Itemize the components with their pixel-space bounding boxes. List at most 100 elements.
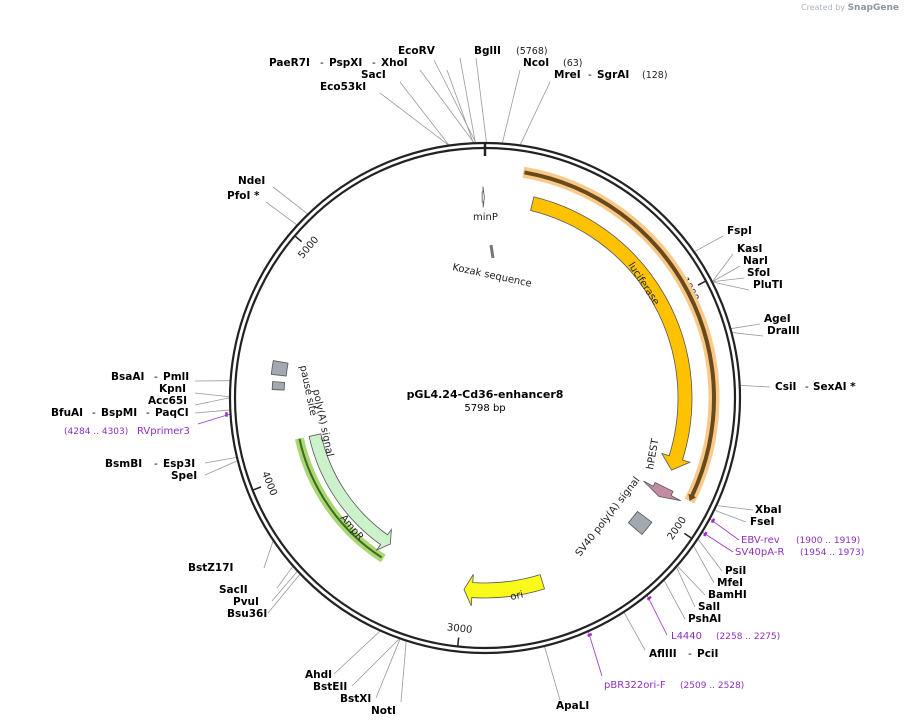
leader-line [694,235,724,252]
site-label-fspi[interactable]: FspI [727,225,752,237]
site-name: ApaLI [556,700,589,712]
primer-mark-l4440 [646,595,652,601]
primer-label-rvprimer3[interactable]: RVprimer3(4284 .. 4303) [64,426,190,437]
site-name: NotI [371,705,396,717]
minp-arrow[interactable] [481,186,485,208]
site-name: PsiI [725,565,746,577]
site-label-ncoi[interactable]: NcoI [523,57,549,69]
site-label-bstxi[interactable]: BstXI [340,693,371,705]
site-label-apali[interactable]: ApaLI [556,700,589,712]
ori-arrow[interactable] [463,574,546,606]
site-label-acc65i[interactable]: Acc65I [148,395,187,407]
site-label-mfei[interactable]: MfeI [717,577,743,589]
site-label-agei[interactable]: AgeI [764,313,791,325]
site-label-fsei[interactable]: FseI [750,516,774,528]
hpest-arrow[interactable] [643,480,681,501]
site-label-eco53ki[interactable]: Eco53kI [320,81,366,93]
site-label-bsaai[interactable]: BsaAI [111,371,144,383]
site-label-spei[interactable]: SpeI [171,470,197,482]
luciferase-arrow[interactable] [530,196,693,471]
site-labels: EcoRVPaeR7I-PspXI-XhoISacIEco53kIBglIINc… [51,45,864,717]
primer-label-pbr322ori-f[interactable]: pBR322ori-F(2509 .. 2528) [604,680,744,691]
kozak-mark [489,244,495,259]
plasmid-name: pGL4.24-Cd36-enhancer8 [407,388,564,401]
site-label-csii[interactable]: CsiI [775,381,796,393]
site-label-bspmi[interactable]: BspMI [101,407,137,419]
site-label-kasi[interactable]: KasI [737,243,762,255]
site-label-bfuai[interactable]: BfuAI [51,407,83,419]
site-label-pvui[interactable]: PvuI [233,596,259,608]
tick-label-2000: 2000 [666,515,689,542]
sv40-polya-box[interactable] [627,510,653,536]
site-name: PaqCI [155,407,189,419]
leader-line [710,518,740,541]
site-label-noti[interactable]: NotI [371,705,396,717]
site-label-bstz17i[interactable]: BstZ17I [188,562,233,574]
site-label-sacI[interactable]: SacI [361,69,386,81]
leader-line [544,646,561,701]
site-label-draiii[interactable]: DraIII [767,325,800,337]
site-label-bglii[interactable]: BglII [474,45,501,57]
site-label-ndei[interactable]: NdeI [238,175,265,187]
credit-prefix: Created by [801,3,846,12]
site-label-sgrai[interactable]: SgrAI [597,69,629,81]
polya-box[interactable] [270,360,289,377]
primer-name: EBV-rev [741,535,780,546]
site-name: AgeI [764,313,791,325]
site-label-sexai[interactable]: SexAI * [813,381,856,393]
primer-label-sv40pa-r[interactable]: SV40pA-R(1954 .. 1973) [735,547,864,558]
primer-range: (2258 .. 2275) [716,632,780,642]
site-label-pfoi[interactable]: PfoI * [227,190,260,202]
site-label-bamhi[interactable]: BamHI [708,589,747,601]
site-name: PfoI * [227,190,260,202]
site-label-pmli[interactable]: PmlI [163,371,189,383]
site-label-kpni[interactable]: KpnI [159,383,186,395]
site-name: BsaAI [111,371,144,383]
ampr-arrow[interactable] [308,433,392,551]
leader-line [714,510,747,523]
site-label-paer7i[interactable]: PaeR7I [269,57,310,69]
leader-line [502,69,521,143]
leader-line [475,57,487,143]
site-label-sacii[interactable]: SacII [219,584,248,596]
pause-site-box[interactable] [271,381,286,391]
site-label-bsteii[interactable]: BstEII [313,681,347,693]
site-label-bsmbi[interactable]: BsmBI [105,458,142,470]
site-label-paqci[interactable]: PaqCI [155,407,189,419]
site-label-mrei[interactable]: MreI [554,69,581,81]
site-label-afliii[interactable]: AflIII [649,648,677,660]
site-label-sali[interactable]: SalI [698,601,720,613]
site-name: KasI [737,243,762,255]
site-label-sfoi[interactable]: SfoI [747,267,770,279]
site-name: BspMI [101,407,137,419]
site-position: (63) [563,58,583,69]
site-name: EcoRV [398,45,436,57]
site-name: PvuI [233,596,259,608]
leader-line [272,186,308,215]
tick-3000 [457,637,460,646]
site-label-psii[interactable]: PsiI [725,565,746,577]
site-label-ecorv[interactable]: EcoRV [398,45,436,57]
site-label-pspxi[interactable]: PspXI [329,57,362,69]
site-name: AflIII [649,648,677,660]
site-name: SacII [219,584,248,596]
primer-label-l4440[interactable]: L4440(2258 .. 2275) [671,631,780,642]
feature-label-sv40-polya: SV40 poly(A) signal [574,475,643,559]
site-label-xbai[interactable]: XbaI [755,504,782,516]
primer-mark-ebv-rev [710,518,716,524]
primer-label-ebv-rev[interactable]: EBV-rev(1900 .. 1919) [741,535,860,546]
site-label-nari[interactable]: NarI [743,255,768,267]
site-position: (5768) [516,46,548,57]
leader-line [693,545,715,584]
site-label-xhoi[interactable]: XhoI [381,57,408,69]
site-label-ahdi[interactable]: AhdI [305,669,332,681]
leader-line [194,409,230,414]
site-label-pluti[interactable]: PluTI [753,279,783,291]
site-label-esp3i[interactable]: Esp3I [163,458,195,470]
site-label-pcii[interactable]: PciI [697,648,718,660]
site-label-bsu36i[interactable]: Bsu36I [227,608,267,620]
primer-mark-sv40pa-r [703,531,708,537]
site-label-pshai[interactable]: PshAI [688,613,721,625]
site-name: KpnI [159,383,186,395]
site-leader-lines [194,57,771,703]
